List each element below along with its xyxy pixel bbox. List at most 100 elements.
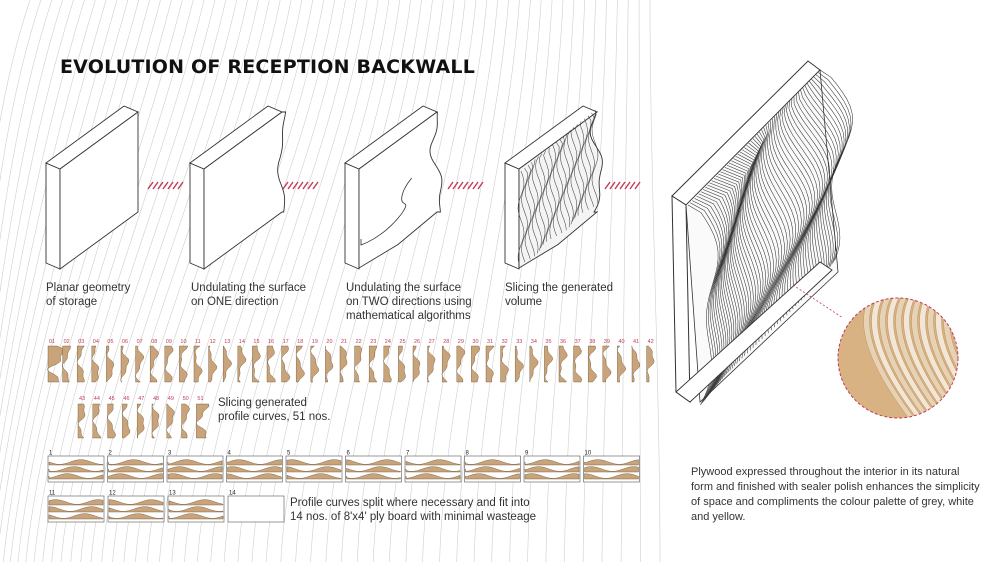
profile-curve	[471, 345, 481, 383]
profile-label: 15	[253, 339, 259, 345]
step-2-caption: Undulating the surface on ONE direction	[191, 282, 307, 308]
profile-label: 34	[531, 339, 537, 345]
step-3-wave-panel	[344, 105, 443, 270]
ply-board: 12	[107, 491, 165, 523]
ply-board: 6	[345, 451, 402, 483]
board-label: 14	[229, 491, 236, 497]
profiles-caption: Slicing generated profile curves, 51 nos…	[218, 397, 331, 423]
profile-curve	[136, 403, 145, 439]
profile-label: 14	[239, 339, 245, 345]
profile-curve	[121, 403, 131, 439]
profile-label: 45	[109, 396, 115, 402]
profile-curve	[485, 345, 495, 383]
board-label: 5	[287, 451, 291, 457]
profile-label: 16	[268, 339, 274, 345]
ply-board: 9	[523, 451, 581, 483]
step-2-wave-panel	[189, 105, 287, 270]
ply-board: 11	[47, 491, 105, 523]
profile-curve	[573, 345, 583, 383]
profile-curve	[208, 345, 218, 383]
profile-label: 24	[385, 339, 391, 345]
background-lines	[0, 0, 661, 562]
profile-curve	[92, 403, 102, 439]
profile-label: 02	[64, 339, 70, 345]
profile-label: 47	[138, 396, 144, 402]
profile-label: 17	[283, 339, 289, 345]
profile-label: 46	[123, 396, 129, 402]
profile-curve	[295, 345, 305, 383]
profile-label: 27	[429, 339, 435, 345]
profile-label: 48	[153, 396, 159, 402]
profile-curve	[151, 403, 160, 439]
board-label: 9	[525, 451, 529, 457]
ply-board: 10	[583, 451, 640, 483]
ply-board: 8	[464, 451, 521, 483]
profile-label: 10	[180, 339, 186, 345]
profile-curve	[77, 403, 86, 439]
profile-label: 32	[502, 339, 508, 345]
profile-label: 12	[210, 339, 216, 345]
page-title: EVOLUTION OF RECEPTION BACKWALL	[60, 56, 476, 78]
sliced-wall-render	[671, 60, 853, 406]
profile-label: 25	[399, 339, 405, 345]
profile-label: 31	[487, 339, 493, 345]
profile-curve	[76, 345, 85, 383]
profile-label: 33	[516, 339, 522, 345]
profile-curve	[646, 345, 655, 383]
profile-label: 05	[107, 339, 113, 345]
profile-label: 22	[356, 339, 362, 345]
board-label: 13	[169, 491, 176, 497]
step-4-sliced-panel	[504, 105, 603, 270]
profile-curve	[441, 345, 451, 383]
profile-label: 42	[648, 339, 654, 345]
ply-board: 1	[47, 451, 105, 483]
profile-curve	[181, 403, 190, 439]
profile-curve	[195, 403, 210, 439]
profile-label: 38	[589, 339, 595, 345]
profile-curve	[252, 345, 261, 383]
profile-label: 06	[122, 339, 128, 345]
profile-curve	[558, 345, 568, 383]
profile-curve	[398, 345, 406, 383]
profile-curve	[164, 345, 174, 383]
boards-caption: Profile curves split where necessary and…	[290, 497, 537, 523]
profile-curve	[237, 345, 247, 383]
profile-label: 07	[137, 339, 143, 345]
profile-label: 21	[341, 339, 347, 345]
board-label: 11	[49, 491, 56, 497]
profile-curve	[631, 345, 641, 383]
profile-curve	[166, 403, 175, 439]
profile-curve	[354, 345, 362, 383]
profile-label: 30	[472, 339, 478, 345]
profile-curve	[602, 345, 612, 383]
profile-label: 11	[195, 339, 201, 345]
profile-curve	[529, 345, 539, 383]
profile-label: 36	[560, 339, 566, 345]
profile-curve	[281, 345, 291, 383]
step-1-flat-panel	[45, 105, 139, 270]
board-label: 2	[109, 451, 113, 457]
profile-label: 41	[633, 339, 639, 345]
profile-label: 44	[94, 396, 100, 402]
profile-curve	[588, 345, 597, 383]
board-label: 7	[406, 451, 410, 457]
profile-label: 03	[78, 339, 84, 345]
profile-label: 18	[297, 339, 303, 345]
ply-board: 13	[167, 491, 225, 523]
board-label: 8	[466, 451, 470, 457]
profile-label: 01	[49, 339, 55, 345]
profile-curve	[324, 345, 334, 383]
profile-curve	[61, 345, 71, 383]
profile-label: 49	[168, 396, 174, 402]
profile-label: 39	[604, 339, 610, 345]
profile-label: 35	[545, 339, 551, 345]
ply-board: 5	[285, 451, 343, 483]
profile-label: 04	[93, 339, 99, 345]
profile-curve	[500, 345, 509, 383]
profile-label: 51	[197, 396, 203, 402]
board-label: 4	[228, 451, 232, 457]
profile-label: 29	[458, 339, 464, 345]
